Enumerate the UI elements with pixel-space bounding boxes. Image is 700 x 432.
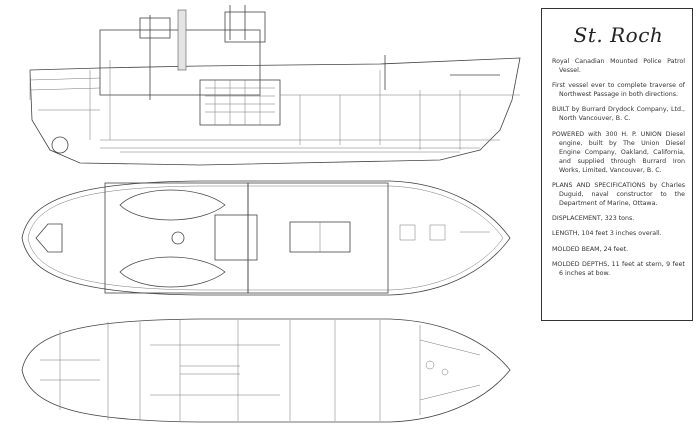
spec-built: BUILT by Burrard Drydock Company, Ltd., … xyxy=(552,106,685,123)
spec-plans: PLANS AND SPECIFICATIONS by Charles Dugu… xyxy=(552,182,685,208)
ship-plans-drawing xyxy=(21,5,521,423)
deck-plan-view xyxy=(21,180,511,296)
spec-beam: MOLDED BEAM, 24 feet. xyxy=(552,245,629,253)
spec-powered: POWERED with 300 H. P. UNION Diesel engi… xyxy=(552,130,685,174)
ship-name-title: St. Roch xyxy=(573,23,664,47)
spec-history: First vessel ever to complete traverse o… xyxy=(552,82,685,99)
profile-section-view xyxy=(29,5,521,166)
lower-deck-plan-view xyxy=(21,318,511,423)
spec-depths: MOLDED DEPTHS, 11 feet at stern, 9 feet … xyxy=(552,260,685,277)
specifications-panel: St. Roch Royal Canadian Mounted Police P… xyxy=(541,8,693,321)
spec-displacement: DISPLACEMENT, 323 tons. xyxy=(552,215,635,223)
spec-description: Royal Canadian Mounted Police Patrol Ves… xyxy=(552,58,685,75)
spec-length: LENGTH, 104 feet 3 inches overall. xyxy=(552,230,662,238)
